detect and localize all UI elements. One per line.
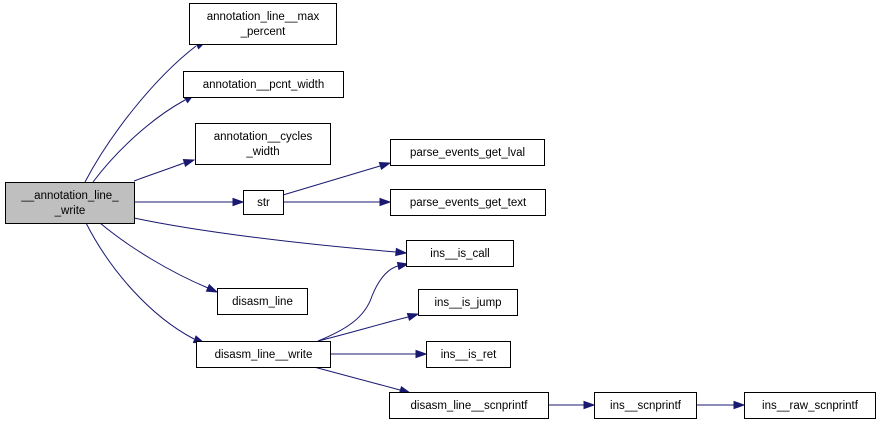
node-get-lval[interactable]: parse_events_get_lval (390, 139, 545, 166)
edge-str-to-get_lval (282, 161, 392, 196)
arrowhead (378, 161, 392, 171)
node-get-text[interactable]: parse_events_get_text (390, 189, 546, 216)
edge-root-to-str (134, 197, 245, 207)
edge-line_write-to-is_jump (317, 312, 420, 342)
node-root[interactable]: __annotation_line_ _write (5, 182, 135, 224)
edge-line (317, 265, 399, 342)
edge-root-to-pcnt_width (92, 93, 196, 183)
node-box (426, 341, 511, 368)
arrowhead (232, 197, 245, 207)
edge-line (84, 45, 197, 183)
edge-line_scnprintf-to-ins_scnprintf (548, 400, 596, 410)
node-box (418, 289, 518, 316)
node-disasm-line[interactable]: disasm_line (217, 288, 308, 315)
node-label: _percent (240, 26, 287, 38)
edge-line_write-to-is_ret (330, 349, 428, 359)
edge-line (85, 222, 195, 340)
node-label: _width (245, 146, 279, 158)
edge-root-to-is_call (133, 217, 408, 257)
node-pcnt-width[interactable]: annotation__pcnt_width (183, 71, 344, 98)
node-is-jump[interactable]: ins__is_jump (418, 289, 518, 316)
node-label: ins__is_jump (434, 297, 501, 309)
node-label: str (257, 197, 270, 209)
node-label: ins__scnprintf (610, 400, 682, 412)
edge-line (282, 165, 381, 196)
node-label: annotation_line__max (207, 11, 320, 23)
edge-ins_scnprintf-to-raw_scnprintf (696, 400, 746, 410)
node-label: ins__raw_scnprintf (762, 400, 859, 412)
node-label: ins__is_ret (441, 349, 497, 361)
edge-line_write-to-is_call (317, 261, 410, 342)
node-label: parse_events_get_lval (410, 147, 525, 159)
edge-root-to-line_write (85, 222, 206, 344)
edge-str-to-get_text (283, 197, 392, 207)
node-label: annotation__cycles (214, 131, 313, 143)
node-label: disasm_line__write (215, 349, 313, 361)
nodes: __annotation_line_ _write annotation_line_… (5, 3, 876, 419)
node-box (5, 182, 135, 224)
arrowhead (583, 400, 596, 410)
edge-line (133, 162, 185, 182)
node-box (744, 392, 876, 419)
node-label: disasm_line (232, 296, 293, 308)
node-box (390, 189, 546, 216)
edge-root-to-disasm_line (99, 222, 219, 293)
arrowhead (733, 400, 746, 410)
node-box (189, 3, 337, 45)
arrowhead (406, 312, 420, 322)
node-label: __annotation_line_ (20, 190, 119, 202)
node-box (389, 392, 549, 419)
node-box (196, 341, 331, 368)
edge-line (313, 366, 401, 391)
node-is-ret[interactable]: ins__is_ret (426, 341, 511, 368)
edge-line_write-to-line_scnprintf (313, 366, 412, 395)
edge-line (99, 222, 209, 289)
node-box (594, 392, 697, 419)
arrowhead (415, 349, 428, 359)
node-box (390, 139, 545, 166)
node-box (183, 71, 344, 98)
node-box (195, 123, 331, 165)
node-line-write[interactable]: disasm_line__write (196, 341, 331, 368)
node-label: parse_events_get_text (410, 197, 527, 209)
node-str[interactable]: str (243, 190, 284, 215)
node-cycles-width[interactable]: annotation__cycles _width (195, 123, 331, 165)
node-raw-scnprintf[interactable]: ins__raw_scnprintf (744, 392, 876, 419)
node-line-scnprintf[interactable]: disasm_line__scnprintf (389, 392, 549, 419)
edge-line (317, 316, 409, 342)
edge-line (92, 99, 186, 183)
node-box (217, 288, 308, 315)
node-is-call[interactable]: ins__is_call (406, 240, 514, 267)
arrowhead (395, 247, 408, 257)
arrowhead (205, 283, 219, 293)
node-label: _write (54, 205, 86, 217)
edge-line (133, 217, 397, 253)
node-label: annotation__pcnt_width (203, 79, 325, 91)
node-label: ins__is_call (430, 248, 489, 260)
node-ins-scnprintf[interactable]: ins__scnprintf (594, 392, 697, 419)
arrowhead (379, 197, 392, 207)
node-box (243, 190, 284, 215)
node-max-percent[interactable]: annotation_line__max _percent (189, 3, 337, 45)
arrowhead (182, 158, 196, 168)
arrowhead (396, 261, 410, 271)
node-box (406, 240, 514, 267)
node-label: disasm_line__scnprintf (411, 400, 529, 412)
edge-root-to-cycles_width (133, 158, 196, 182)
